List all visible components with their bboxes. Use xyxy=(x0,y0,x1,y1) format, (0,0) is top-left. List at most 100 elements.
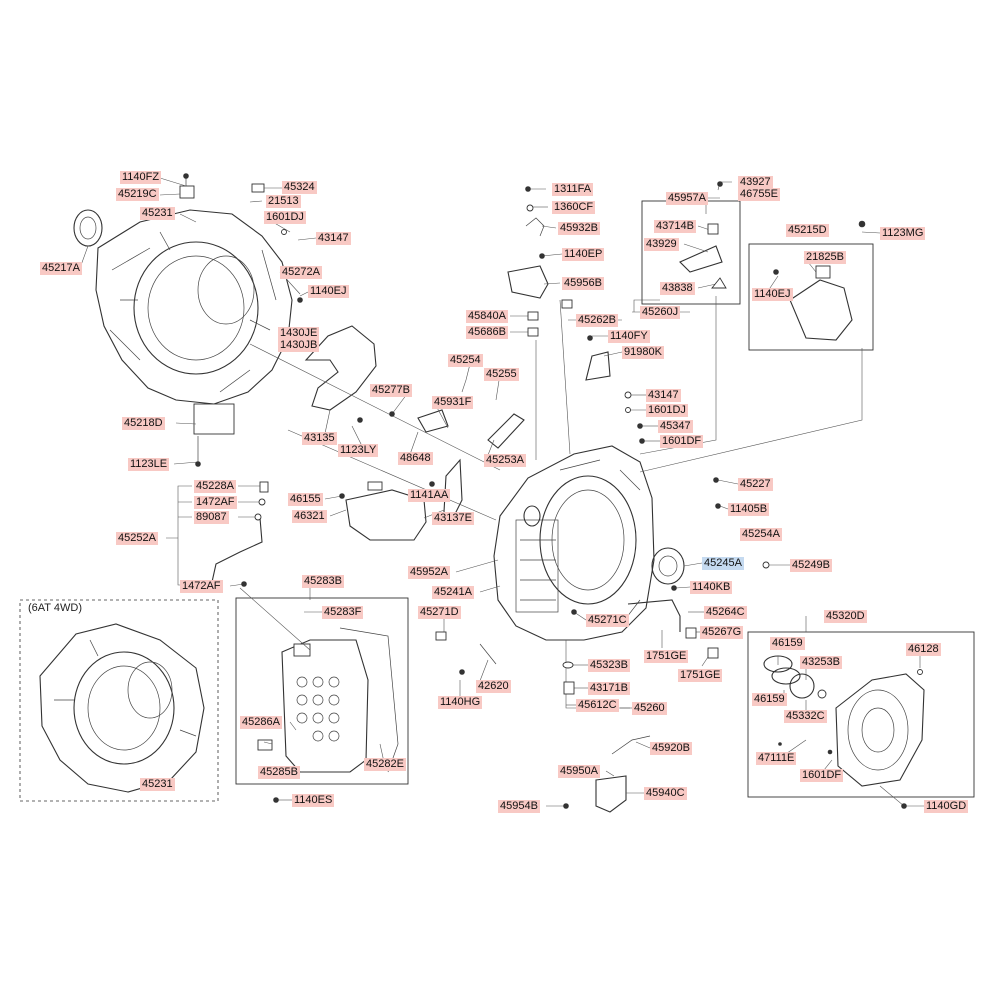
part-label-45920b[interactable]: 45920B xyxy=(650,742,692,755)
part-label-45931f[interactable]: 45931F xyxy=(432,396,474,409)
part-label-43135[interactable]: 43135 xyxy=(302,432,337,445)
part-label-11405b[interactable]: 11405B xyxy=(728,503,770,516)
part-label-43838[interactable]: 43838 xyxy=(660,282,695,295)
part-label-45282e[interactable]: 45282E xyxy=(364,758,406,771)
part-label-45219c[interactable]: 45219C xyxy=(116,188,159,201)
part-label-45283f[interactable]: 45283F xyxy=(322,606,364,619)
part-label-45271d[interactable]: 45271D xyxy=(418,606,461,619)
part-label-46159-b[interactable]: 46159 xyxy=(752,693,787,706)
oil-seal-inner xyxy=(658,555,678,577)
part-label-1140gd[interactable]: 1140GD xyxy=(924,800,969,813)
part-label-45255[interactable]: 45255 xyxy=(484,368,519,381)
part-label-43927[interactable]: 43927 xyxy=(738,176,773,189)
part-label-45252a[interactable]: 45252A xyxy=(116,532,158,545)
part-label-45249b[interactable]: 45249B xyxy=(790,559,832,572)
part-label-46128[interactable]: 46128 xyxy=(906,643,941,656)
part-label-45272a[interactable]: 45272A xyxy=(280,266,322,279)
part-label-46321[interactable]: 46321 xyxy=(292,510,327,523)
part-label-45323b[interactable]: 45323B xyxy=(588,659,630,672)
part-label-45686b[interactable]: 45686B xyxy=(466,326,508,339)
part-label-43147[interactable]: 43147 xyxy=(316,232,351,245)
part-label-1601df-mid[interactable]: 1601DF xyxy=(660,435,704,448)
part-label-43147-mid[interactable]: 43147 xyxy=(646,389,681,402)
part-label-47111e[interactable]: 47111E xyxy=(756,752,797,765)
part-label-1601dj[interactable]: 1601DJ xyxy=(264,211,306,224)
part-label-45262b[interactable]: 45262B xyxy=(576,314,618,327)
part-label-46155[interactable]: 46155 xyxy=(288,493,323,506)
part-label-1140es[interactable]: 1140ES xyxy=(292,794,335,807)
part-label-1140ej-right[interactable]: 1140EJ xyxy=(752,288,793,301)
part-label-46755e[interactable]: 46755E xyxy=(738,188,780,201)
part-label-45245a[interactable]: 45245A xyxy=(702,557,744,570)
part-label-45228a[interactable]: 45228A xyxy=(194,480,236,493)
part-label-45347[interactable]: 45347 xyxy=(658,420,693,433)
part-label-1140kb[interactable]: 1140KB xyxy=(690,581,733,594)
part-label-45954b[interactable]: 45954B xyxy=(498,800,540,813)
part-label-45227[interactable]: 45227 xyxy=(738,478,773,491)
part-label-43171b[interactable]: 43171B xyxy=(588,682,630,695)
part-label-1601dj-mid[interactable]: 1601DJ xyxy=(646,404,688,417)
part-label-45217a[interactable]: 45217A xyxy=(40,262,82,275)
part-label-1140hg[interactable]: 1140HG xyxy=(438,696,483,709)
part-label-45932b[interactable]: 45932B xyxy=(558,222,600,235)
part-label-1141aa[interactable]: 1141AA xyxy=(408,489,451,502)
part-label-45840a[interactable]: 45840A xyxy=(466,310,508,323)
part-label-48648[interactable]: 48648 xyxy=(398,452,433,465)
part-label-1140fy[interactable]: 1140FY xyxy=(608,330,650,343)
part-label-45260j[interactable]: 45260J xyxy=(640,306,681,319)
part-label-45952a[interactable]: 45952A xyxy=(408,566,450,579)
part-label-1430je[interactable]: 1430JE xyxy=(278,327,320,340)
part-label-45286a[interactable]: 45286A xyxy=(240,716,282,729)
part-label-1430jb[interactable]: 1430JB xyxy=(278,339,320,352)
part-label-89087[interactable]: 89087 xyxy=(194,511,229,524)
part-label-46159-a[interactable]: 46159 xyxy=(770,637,805,650)
part-label-45283b[interactable]: 45283B xyxy=(302,575,344,588)
part-label-45271c[interactable]: 45271C xyxy=(586,614,629,627)
part-label-1140ep[interactable]: 1140EP xyxy=(562,248,605,261)
part-label-45320d[interactable]: 45320D xyxy=(824,610,867,623)
part-label-45956b[interactable]: 45956B xyxy=(562,277,604,290)
part-label-42620[interactable]: 42620 xyxy=(476,680,511,693)
part-label-45324[interactable]: 45324 xyxy=(282,181,317,194)
part-label-45231[interactable]: 45231 xyxy=(140,207,175,220)
part-label-45254[interactable]: 45254 xyxy=(448,354,483,367)
part-label-45285b[interactable]: 45285B xyxy=(258,766,300,779)
part-label-1123ly[interactable]: 1123LY xyxy=(338,444,379,457)
part-label-45940c[interactable]: 45940C xyxy=(644,787,687,800)
oil-tube xyxy=(627,599,681,632)
part-label-21513[interactable]: 21513 xyxy=(266,195,301,208)
part-label-45253a[interactable]: 45253A xyxy=(484,454,526,467)
part-label-45241a[interactable]: 45241A xyxy=(432,586,474,599)
part-label-45218d[interactable]: 45218D xyxy=(122,417,165,430)
part-label-21825b[interactable]: 21825B xyxy=(804,251,846,264)
part-label-45260[interactable]: 45260 xyxy=(632,702,667,715)
part-label-1472af-b[interactable]: 1472AF xyxy=(180,580,223,593)
part-label-45957a[interactable]: 45957A xyxy=(666,192,708,205)
part-label-1311fa[interactable]: 1311FA xyxy=(552,183,594,196)
part-label-45215d[interactable]: 45215D xyxy=(786,224,829,237)
part-label-1751ge-a[interactable]: 1751GE xyxy=(644,650,689,663)
part-label-1360cf[interactable]: 1360CF xyxy=(552,201,596,214)
breather-hose xyxy=(211,517,263,583)
part-label-1140fz[interactable]: 1140FZ xyxy=(120,171,162,184)
part-label-1140ej[interactable]: 1140EJ xyxy=(308,285,349,298)
part-label-45277b[interactable]: 45277B xyxy=(370,384,412,397)
part-label-45267g[interactable]: 45267G xyxy=(700,626,744,639)
part-label-45231-variant[interactable]: 45231 xyxy=(140,778,175,791)
part-label-1601df-bottom[interactable]: 1601DF xyxy=(800,769,844,782)
part-label-43137e[interactable]: 43137E xyxy=(432,512,474,525)
part-label-1123le[interactable]: 1123LE xyxy=(128,458,170,471)
part-label-1123mg[interactable]: 1123MG xyxy=(880,227,926,240)
part-label-45254a[interactable]: 45254A xyxy=(740,528,782,541)
part-label-43253b[interactable]: 43253B xyxy=(800,656,842,669)
part-label-45950a[interactable]: 45950A xyxy=(558,765,600,778)
part-label-45332c[interactable]: 45332C xyxy=(784,710,827,723)
part-label-43929[interactable]: 43929 xyxy=(644,238,679,251)
part-label-45264c[interactable]: 45264C xyxy=(704,606,747,619)
part-label-1751ge-b[interactable]: 1751GE xyxy=(678,669,723,682)
converter-housing-variant xyxy=(39,623,205,793)
part-label-91980k[interactable]: 91980K xyxy=(622,346,664,359)
part-label-43714b[interactable]: 43714B xyxy=(654,220,696,233)
part-label-1472af-a[interactable]: 1472AF xyxy=(194,496,237,509)
part-label-45612c[interactable]: 45612C xyxy=(576,699,619,712)
